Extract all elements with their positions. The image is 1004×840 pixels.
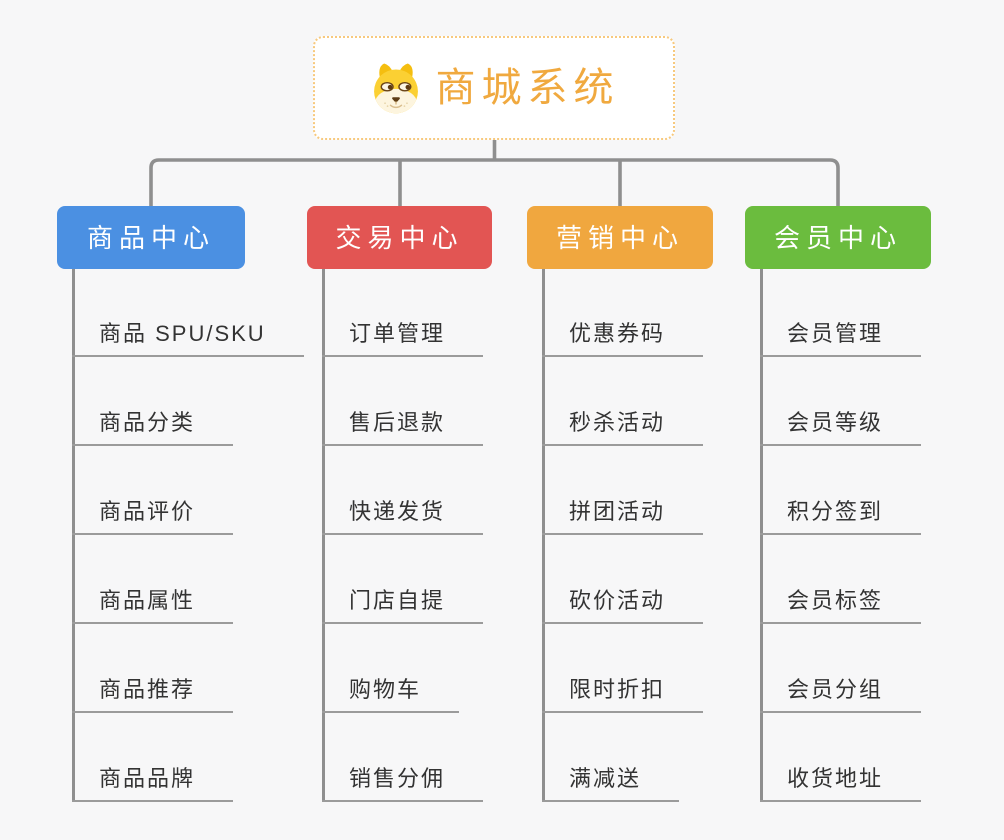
leaf-node[interactable]: 售后退款 xyxy=(322,410,484,446)
leaf-node[interactable]: 积分签到 xyxy=(760,499,922,535)
leaf-node[interactable]: 满减送 xyxy=(542,766,680,802)
dog-face-icon xyxy=(373,63,418,114)
leaf-node[interactable]: 优惠券码 xyxy=(542,321,704,357)
leaf-node[interactable]: 商品属性 xyxy=(72,588,234,624)
branch-node-marketing-center[interactable]: 营销中心 xyxy=(527,206,713,269)
leaf-node[interactable]: 商品品牌 xyxy=(72,766,234,802)
leaf-node[interactable]: 会员等级 xyxy=(760,410,922,446)
leaf-node[interactable]: 快递发货 xyxy=(322,499,484,535)
leaf-node[interactable]: 商品分类 xyxy=(72,410,234,446)
branch-node-label: 会员中心 xyxy=(773,222,902,253)
leaf-node[interactable]: 购物车 xyxy=(322,677,460,713)
branch-node-label: 交易中心 xyxy=(335,222,464,253)
leaf-node[interactable]: 商品评价 xyxy=(72,499,234,535)
leaf-node[interactable]: 商品推荐 xyxy=(72,677,234,713)
root-node-title: 商城系统 xyxy=(435,66,620,110)
branch-children-connector-line xyxy=(542,269,545,802)
leaf-node[interactable]: 会员管理 xyxy=(760,321,922,357)
branch-node-label: 营销中心 xyxy=(555,222,684,253)
branch-node-product-center[interactable]: 商品中心 xyxy=(57,206,245,269)
leaf-node[interactable]: 会员标签 xyxy=(760,588,922,624)
leaf-node[interactable]: 秒杀活动 xyxy=(542,410,704,446)
root-node[interactable]: 商城系统 xyxy=(313,36,675,140)
leaf-node[interactable]: 砍价活动 xyxy=(542,588,704,624)
leaf-node[interactable]: 销售分佣 xyxy=(322,766,484,802)
leaf-node[interactable]: 商品 SPU/SKU xyxy=(72,321,304,357)
branch-children-connector-line xyxy=(760,269,763,802)
leaf-node[interactable]: 收货地址 xyxy=(760,766,922,802)
leaf-node[interactable]: 拼团活动 xyxy=(542,499,704,535)
leaf-node[interactable]: 会员分组 xyxy=(760,677,922,713)
branch-node-member-center[interactable]: 会员中心 xyxy=(745,206,931,269)
leaf-node[interactable]: 门店自提 xyxy=(322,588,484,624)
branch-children-connector-line xyxy=(322,269,325,802)
leaf-node[interactable]: 限时折扣 xyxy=(542,677,704,713)
leaf-node[interactable]: 订单管理 xyxy=(322,321,484,357)
branch-node-trade-center[interactable]: 交易中心 xyxy=(307,206,492,269)
branch-children-connector-line xyxy=(72,269,75,802)
branch-node-label: 商品中心 xyxy=(86,222,215,253)
